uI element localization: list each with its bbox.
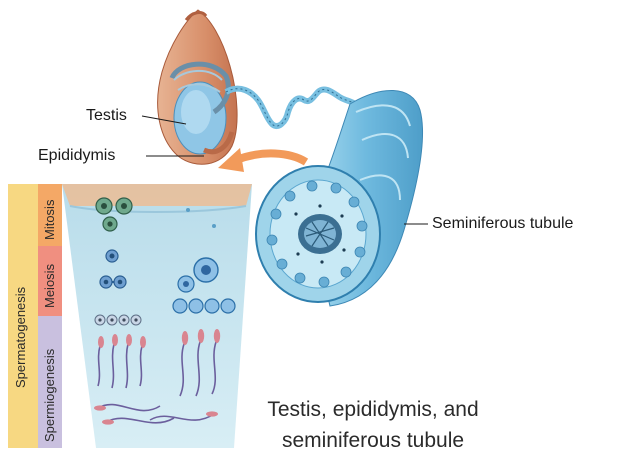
testis-label: Testis: [86, 107, 127, 125]
meiosis-stage-label: Meiosis: [43, 264, 57, 308]
caption-line-1: Testis, epididymis, and: [238, 394, 508, 425]
diagram-caption: Testis, epididymis, and seminiferous tub…: [238, 394, 508, 456]
testis-illustration: [158, 10, 237, 164]
spermatogenesis-stage-label: Spermatogenesis: [14, 287, 28, 388]
caption-line-2: seminiferous tubule: [238, 425, 508, 456]
epididymis-label: Epididymis: [38, 147, 115, 165]
spermiogenesis-stage-label: Spermiogenesis: [43, 349, 57, 442]
orange-arrow-icon: [218, 148, 306, 172]
coiled-tubule: [226, 89, 358, 126]
mitosis-stage-label: Mitosis: [43, 200, 57, 240]
seminiferous-tubule-label: Seminiferous tubule: [432, 215, 573, 233]
